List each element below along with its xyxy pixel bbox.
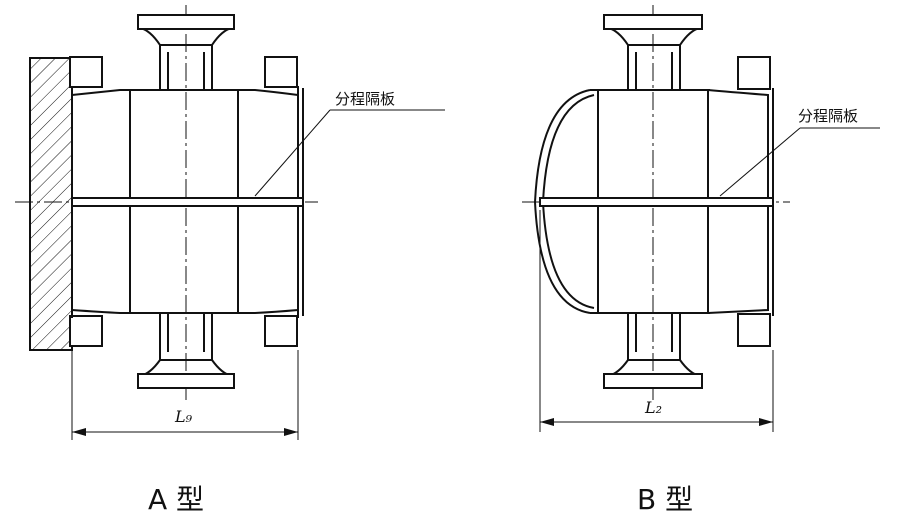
caption: B 型 <box>637 483 693 516</box>
diagram-b: 分程隔板 L₂ B 型 <box>522 5 880 516</box>
partition-label: 分程隔板 <box>335 90 395 108</box>
top-nozzle <box>627 44 681 90</box>
partition-leader <box>719 127 801 197</box>
pass-partition-plate <box>539 197 774 207</box>
bottom-nozzle-flange <box>137 373 235 389</box>
bottom-nozzle <box>159 313 213 361</box>
dimension-label: L₂ <box>644 398 662 417</box>
left-flange-top <box>69 56 103 88</box>
diagram-a: 分程隔板 L₉ A 型 <box>15 5 445 516</box>
bottom-nozzle <box>627 313 681 361</box>
top-nozzle-flange <box>137 14 235 30</box>
dimension-label: L₉ <box>174 407 193 426</box>
partition-leader <box>254 109 331 197</box>
right-flange-bottom <box>264 315 298 347</box>
cover-plate <box>29 57 73 351</box>
elliptical-head <box>533 89 591 314</box>
left-flange-bottom <box>69 315 103 347</box>
caption: A 型 <box>148 483 204 516</box>
top-nozzle-flange <box>603 14 703 30</box>
bottom-nozzle-flange <box>603 373 703 389</box>
right-flange-top <box>737 56 771 90</box>
right-flange-bottom <box>737 313 771 347</box>
pass-partition-plate <box>71 197 304 207</box>
partition-label: 分程隔板 <box>798 107 858 125</box>
top-nozzle <box>159 44 213 90</box>
right-flange-top <box>264 56 298 88</box>
